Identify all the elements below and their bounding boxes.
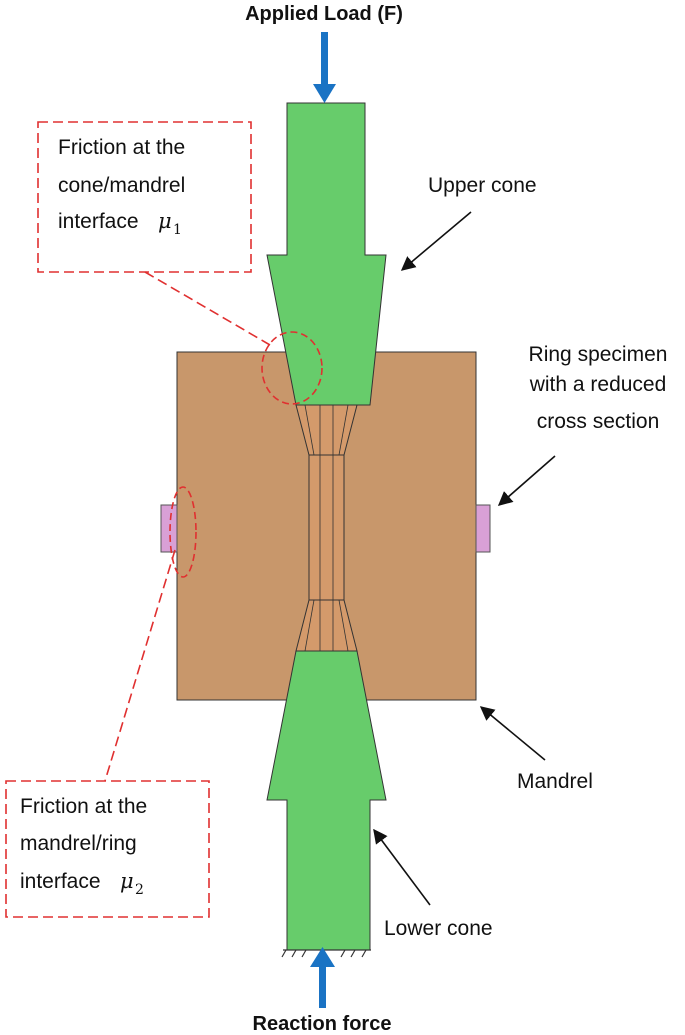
svg-text:cross section: cross section: [537, 410, 660, 433]
lower-cone-pointer: [373, 828, 431, 906]
svg-text:mandrel/ring: mandrel/ring: [20, 832, 137, 855]
svg-text:μ: μ: [158, 209, 172, 233]
friction-label-1: Friction at the cone/mandrel interface μ…: [58, 136, 185, 238]
svg-text:interface: interface: [58, 210, 139, 233]
ring-pointer: [497, 455, 556, 506]
applied-load-label: Applied Load (F): [245, 3, 403, 25]
friction-box-1: [37, 121, 252, 273]
friction-label-2: Friction at the mandrel/ring interface μ…: [20, 795, 147, 898]
ring-specimen: [295, 404, 358, 652]
left-pad: [160, 504, 178, 553]
mandrel-pointer: [479, 706, 546, 761]
svg-text:Friction at the: Friction at the: [20, 795, 147, 818]
reaction-force-label: Reaction force: [253, 1013, 392, 1035]
friction-leader-2: [104, 549, 176, 782]
svg-text:μ: μ: [120, 869, 134, 893]
friction-ellipse-2: [169, 486, 197, 578]
ground-hatch: [281, 949, 371, 958]
mandrel-label: Mandrel: [517, 770, 593, 793]
upper-cone: [266, 102, 387, 406]
friction-ellipse-1: [261, 331, 323, 405]
svg-text:Friction at the: Friction at the: [58, 136, 185, 159]
applied-load-arrow: [313, 32, 336, 103]
right-pad: [475, 504, 491, 553]
svg-text:1: 1: [173, 222, 182, 238]
lower-cone-label: Lower cone: [384, 917, 493, 940]
reaction-force-arrow: [310, 947, 335, 1008]
svg-text:interface: interface: [20, 870, 101, 893]
svg-text:2: 2: [135, 882, 144, 898]
ring-specimen-label: Ring specimen with a reduced cross secti…: [529, 343, 668, 433]
upper-cone-label: Upper cone: [428, 174, 537, 197]
friction-box-2: [5, 780, 210, 918]
svg-text:with a reduced: with a reduced: [529, 373, 667, 396]
friction-leader-1: [144, 271, 271, 346]
upper-cone-pointer: [400, 211, 472, 271]
svg-text:cone/mandrel: cone/mandrel: [58, 174, 185, 197]
svg-text:Ring specimen: Ring specimen: [529, 343, 668, 366]
